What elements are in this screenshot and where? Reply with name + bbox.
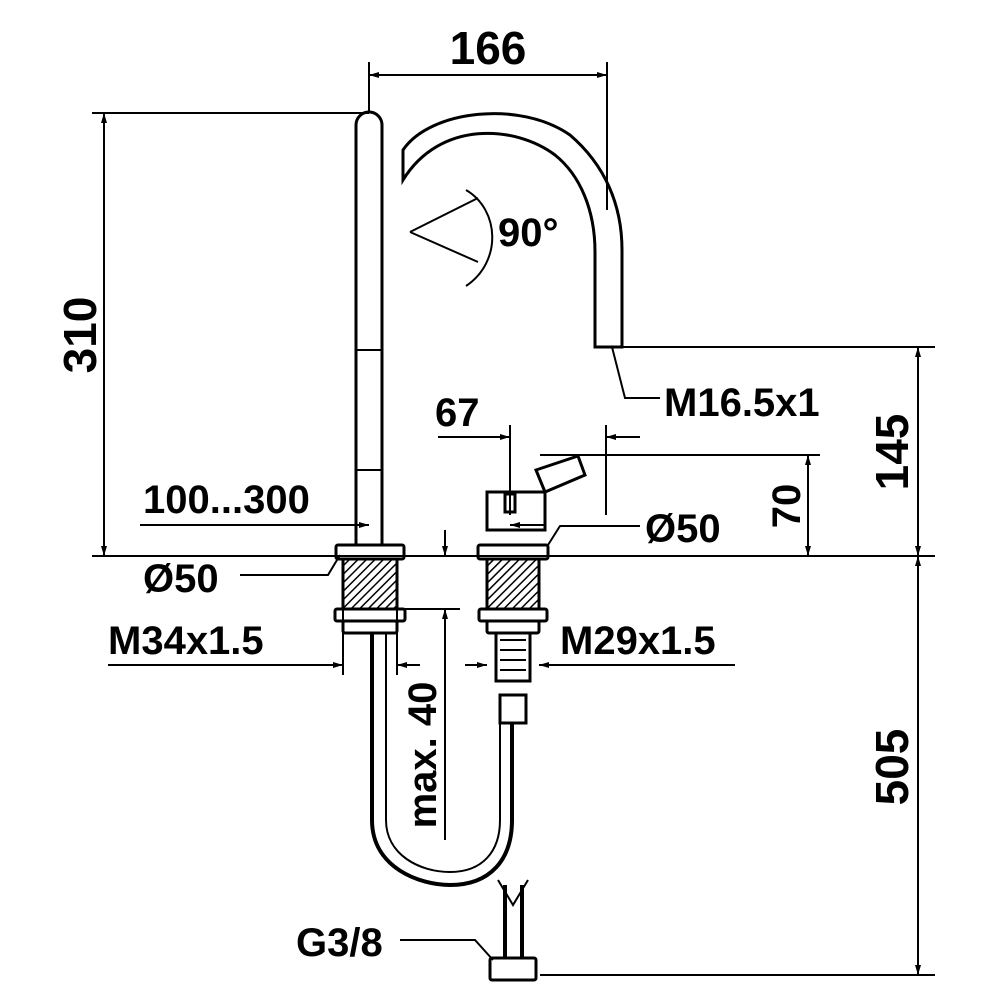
right-hose-nut bbox=[498, 693, 528, 725]
left-nut-upper bbox=[333, 607, 407, 623]
dia-50-right: Ø50 bbox=[645, 507, 721, 551]
left-thread-hatched bbox=[341, 557, 399, 611]
connection-g38: G3/8 bbox=[296, 921, 383, 965]
leader-d50-right bbox=[547, 525, 640, 546]
angle-90: 90° bbox=[498, 211, 559, 255]
supply-hose bbox=[503, 885, 524, 960]
right-thread-hatched bbox=[485, 557, 541, 611]
leader-d50-left bbox=[240, 554, 341, 576]
dimensions bbox=[92, 62, 935, 976]
lever-tip bbox=[534, 454, 587, 494]
labels: 166 310 90° M16.5x1 145 67 70 100...300 … bbox=[54, 22, 918, 965]
dim-310: 310 bbox=[54, 297, 106, 374]
thread-m165x1: M16.5x1 bbox=[664, 381, 820, 425]
dim-166: 166 bbox=[450, 22, 527, 74]
swivel-angle-arc bbox=[465, 189, 494, 287]
g38-connector bbox=[488, 956, 538, 982]
left-nut-lower bbox=[341, 619, 399, 635]
right-mount bbox=[476, 454, 587, 982]
thread-m34x15: M34x1.5 bbox=[108, 619, 264, 663]
spout bbox=[354, 110, 624, 545]
spout-body bbox=[354, 110, 384, 545]
dim-100-300: 100...300 bbox=[143, 478, 310, 522]
dim-70: 70 bbox=[765, 484, 809, 529]
left-hose-outer bbox=[370, 633, 514, 888]
dim-505: 505 bbox=[866, 729, 918, 806]
right-nut-upper bbox=[477, 607, 549, 623]
dim-67: 67 bbox=[435, 391, 480, 435]
right-nut-lower bbox=[485, 619, 541, 635]
dim-max-40: max. 40 bbox=[401, 682, 445, 829]
leader-m165 bbox=[611, 346, 660, 399]
leader-g38 bbox=[400, 939, 494, 961]
dim-145: 145 bbox=[866, 414, 918, 491]
swivel-angle-lines bbox=[409, 197, 479, 263]
thread-m29x15: M29x1.5 bbox=[560, 619, 716, 663]
dia-50-left: Ø50 bbox=[143, 557, 219, 601]
left-hose-inner bbox=[385, 633, 501, 874]
